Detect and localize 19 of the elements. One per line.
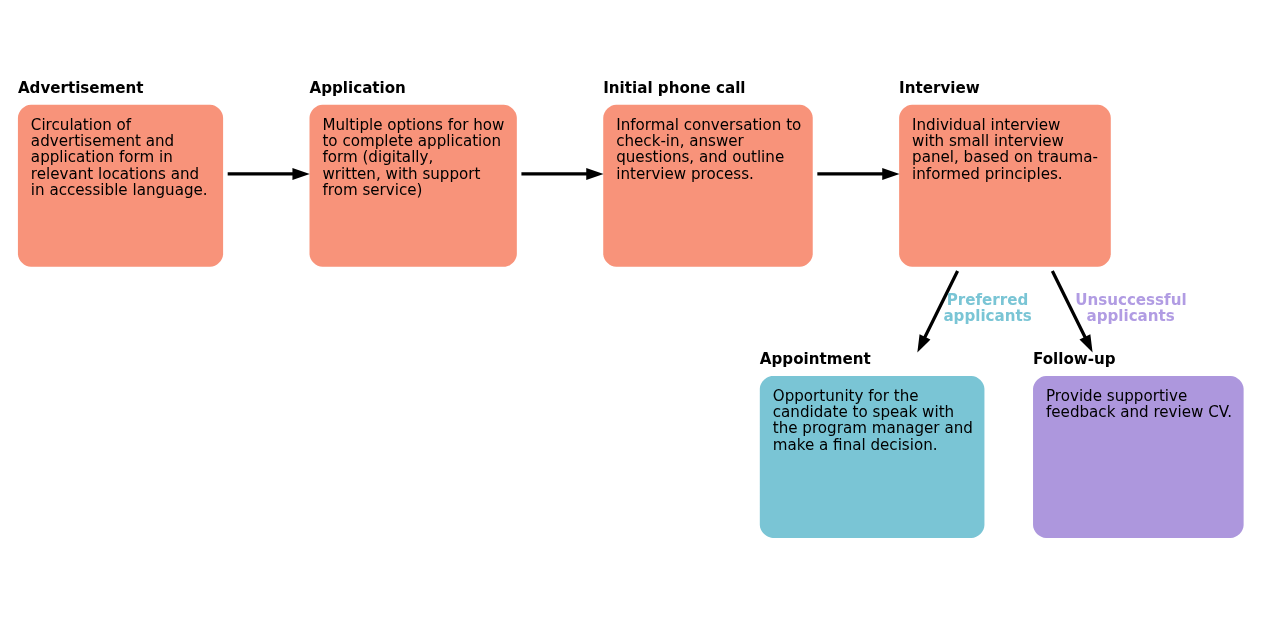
node-box: Individual interview with small interview panel, based on trauma-informed principles. [899, 104, 1111, 267]
node-label: Application [309, 79, 406, 98]
arrow [1050, 270, 1093, 353]
node-box: Provide supportive feedback and review CV. [1033, 375, 1244, 538]
edge-label: Preferred applicants [943, 291, 1032, 325]
node-label: Interview [899, 79, 980, 98]
arrow [917, 270, 960, 353]
node-box: Multiple options for how to complete application form (digitally, written, with support from service) [309, 104, 517, 267]
node-label: Appointment [759, 350, 871, 369]
node-label: Advertisement [17, 79, 144, 98]
node-box: Circulation of advertisement and application form in relevant locations and in accessible language. [17, 104, 224, 267]
node-box: Informal conversation to check-in, answer questions, and outline interview process. [603, 104, 813, 267]
node-label: Follow-up [1033, 350, 1116, 369]
node-label: Initial phone call [603, 79, 746, 98]
arrow [521, 167, 604, 181]
arrow [227, 167, 310, 181]
edge-label: Unsuccessful applicants [1075, 291, 1187, 325]
arrow [817, 167, 900, 181]
node-box: Opportunity for the candidate to speak with the program manager and make a final decision. [759, 375, 985, 538]
